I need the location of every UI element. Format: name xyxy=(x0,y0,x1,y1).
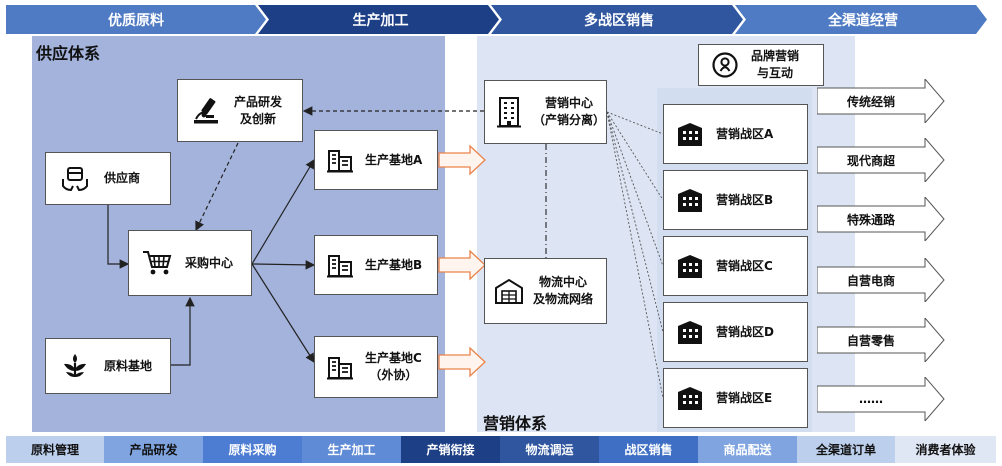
chain-procurement: 原料采购 xyxy=(203,436,302,463)
channel-special: 特殊通路 xyxy=(817,197,945,241)
rnd-label-line1: 产品研发 xyxy=(234,94,283,109)
marketing-center-label: 营销中心 （产销分离） xyxy=(533,95,605,129)
brand-marketing-label-line2: 与互动 xyxy=(757,66,794,80)
channel-special-label: 特殊通路 xyxy=(846,212,895,227)
zone-d-label: 营销战区D xyxy=(716,324,774,339)
supplier-hands-icon xyxy=(46,164,104,194)
procurement-node: 采购中心 xyxy=(128,230,252,296)
zone-b-label: 营销战区B xyxy=(716,192,774,207)
channel-more: …… xyxy=(817,377,945,421)
channel-supermarket-label: 现代商超 xyxy=(846,153,895,168)
marketing-center-label-line2: （产销分离） xyxy=(533,113,606,127)
brand-marketing-label: 品牌营销 与互动 xyxy=(751,48,799,82)
plant-c-node: 生产基地C （外协） xyxy=(314,336,438,398)
plant-b-label: 生产基地B xyxy=(365,257,423,272)
plant-sprout-icon xyxy=(46,351,104,381)
zone-e-label: 营销战区E xyxy=(716,390,773,405)
chain-delivery: 商品配送 xyxy=(698,436,797,463)
shopping-cart-icon xyxy=(129,248,185,278)
office-building-icon xyxy=(485,95,533,129)
city-building-icon xyxy=(664,384,716,412)
plant-c-label-line1: 生产基地C xyxy=(365,351,422,365)
brand-marketing-label-line1: 品牌营销 xyxy=(751,49,800,63)
factory-icon xyxy=(315,250,365,280)
stage-label-channels: 全渠道经营 xyxy=(828,12,898,29)
chain-consumer: 消费者体验 xyxy=(895,436,996,463)
channel-ecommerce-label: 自营电商 xyxy=(846,273,895,288)
logistics-node: 物流中心 及物流网络 xyxy=(484,258,607,324)
channel-retail: 自营零售 xyxy=(817,318,945,362)
channel-traditional-label: 传统经销 xyxy=(846,94,895,109)
channel-more-label: …… xyxy=(859,392,883,406)
chain-link: 产销衔接 xyxy=(401,436,500,463)
plant-c-label: 生产基地C （外协） xyxy=(365,350,422,384)
stage-label-materials: 优质原料 xyxy=(108,12,164,29)
chain-logistics: 物流调运 xyxy=(500,436,599,463)
plant-a-label: 生产基地A xyxy=(365,152,423,167)
procurement-label: 采购中心 xyxy=(185,255,234,270)
warehouse-icon xyxy=(485,277,533,305)
city-building-icon xyxy=(664,186,716,214)
factory-icon xyxy=(315,145,365,175)
channel-ecommerce: 自营电商 xyxy=(817,258,945,302)
chain-zone-sales: 战区销售 xyxy=(599,436,698,463)
person-badge-icon xyxy=(699,51,751,79)
zone-a-node: 营销战区A xyxy=(663,104,808,164)
microscope-icon xyxy=(178,95,234,127)
city-building-icon xyxy=(664,318,716,346)
chain-materials-mgmt: 原料管理 xyxy=(6,436,104,463)
marketing-center-node: 营销中心 （产销分离） xyxy=(484,80,607,144)
factory-icon xyxy=(315,352,365,382)
rnd-label-line2: 及创新 xyxy=(240,111,277,126)
logistics-label: 物流中心 及物流网络 xyxy=(533,274,593,308)
rnd-label: 产品研发 及创新 xyxy=(234,94,282,128)
stage-label-production: 生产加工 xyxy=(352,12,409,29)
city-building-icon xyxy=(664,252,716,280)
chain-rnd: 产品研发 xyxy=(104,436,203,463)
zone-a-label: 营销战区A xyxy=(716,126,774,141)
brand-marketing-node: 品牌营销 与互动 xyxy=(698,44,824,86)
plant-b-node: 生产基地B xyxy=(314,235,438,295)
raw-base-node: 原料基地 xyxy=(45,338,171,394)
raw-base-label: 原料基地 xyxy=(104,358,153,373)
chain-orders: 全渠道订单 xyxy=(797,436,895,463)
zone-b-node: 营销战区B xyxy=(663,170,808,230)
marketing-system-title: 营销体系 xyxy=(483,414,548,433)
channel-traditional: 传统经销 xyxy=(817,79,945,123)
zone-d-node: 营销战区D xyxy=(663,302,808,362)
supply-system-title: 供应体系 xyxy=(36,44,101,63)
logistics-label-line1: 物流中心 xyxy=(539,275,588,289)
supplier-node: 供应商 xyxy=(45,152,171,205)
zone-c-label: 营销战区C xyxy=(716,258,773,273)
marketing-center-label-line1: 营销中心 xyxy=(545,96,594,110)
zone-e-node: 营销战区E xyxy=(663,368,808,428)
city-building-icon xyxy=(664,120,716,148)
supplier-label: 供应商 xyxy=(104,171,141,185)
chain-production: 生产加工 xyxy=(302,436,401,463)
plant-a-node: 生产基地A xyxy=(314,130,438,190)
zone-c-node: 营销战区C xyxy=(663,236,808,296)
channel-supermarket: 现代商超 xyxy=(817,138,945,182)
logistics-label-line2: 及物流网络 xyxy=(533,292,594,306)
rnd-node: 产品研发 及创新 xyxy=(177,79,303,142)
stage-label-sales: 多战区销售 xyxy=(584,12,654,29)
plant-c-label-line2: （外协） xyxy=(369,368,418,382)
channel-retail-label: 自营零售 xyxy=(846,333,895,348)
